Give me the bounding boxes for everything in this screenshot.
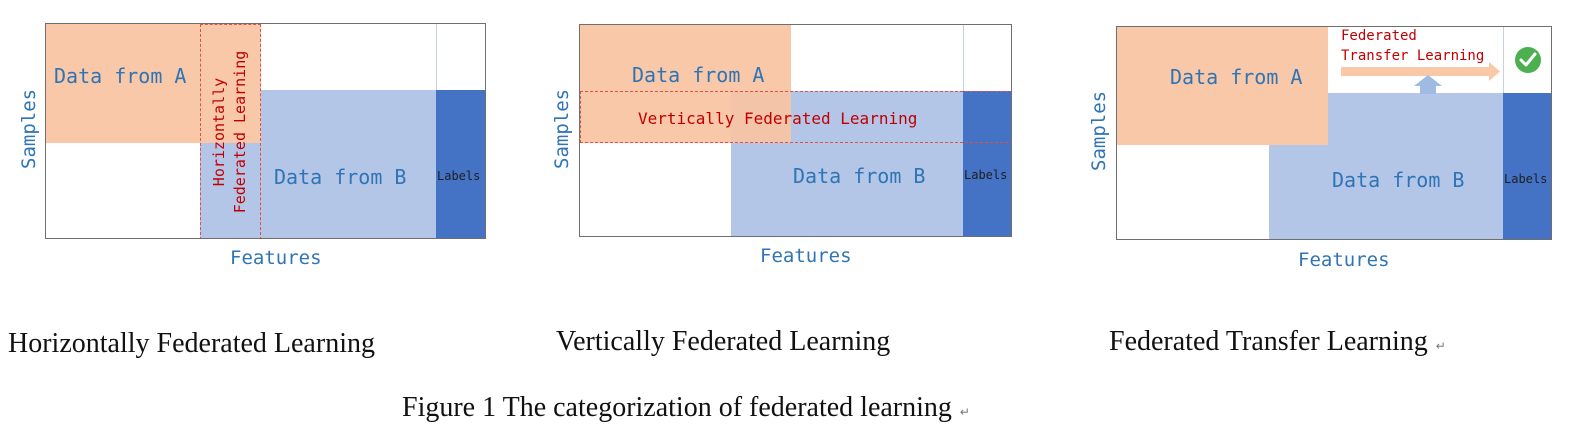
transfer-arrows: [1341, 47, 1541, 94]
vertical-federated-region: [580, 91, 1011, 143]
data-b-label: Data from B: [1332, 168, 1465, 192]
paragraph-mark-icon: ↵: [959, 405, 970, 419]
right-arrow-icon: [1341, 62, 1500, 81]
method-label-line1: Horizontally: [210, 77, 228, 187]
diagram-frame: Data from A Data from B Labels Federated…: [1116, 26, 1552, 240]
axis-y-label: Samples: [551, 88, 573, 169]
figure-caption-text: Figure 1 The categorization of federated…: [402, 392, 952, 423]
divider-line: [963, 25, 964, 91]
overlap-block: [1269, 93, 1328, 145]
overlap-block: [200, 90, 261, 143]
method-label: Vertically Federated Learning: [638, 109, 918, 128]
labels-label: Labels: [1504, 172, 1548, 186]
panel-caption: Vertically Federated Learning: [556, 326, 891, 357]
data-b-label: Data from B: [274, 165, 407, 189]
labels-block: [963, 91, 1011, 236]
divider-line: [436, 24, 437, 90]
horizontal-federated-region: [200, 24, 261, 238]
checkmark-icon: [1515, 47, 1541, 73]
panel-caption: Federated Transfer Learning ↵: [1109, 326, 1446, 358]
labels-block: [1503, 93, 1551, 239]
panel-caption-text: Federated Transfer Learning: [1109, 326, 1428, 357]
panel-caption: Horizontally Federated Learning: [8, 328, 375, 359]
paragraph-mark-icon: ↵: [1435, 339, 1446, 353]
axis-x-label: Features: [1298, 249, 1390, 271]
data-a-label: Data from A: [54, 64, 187, 88]
axis-x-label: Features: [230, 247, 322, 269]
method-label-line1: Federated: [1341, 28, 1417, 44]
method-label-line2: Federated Learning: [231, 50, 249, 214]
axis-y-label: Samples: [18, 88, 40, 169]
data-a-label: Data from A: [1170, 65, 1303, 89]
diagram-frame: Data from A Data from B Labels Horizonta…: [45, 23, 486, 239]
figure-caption: Figure 1 The categorization of federated…: [402, 392, 970, 424]
axis-x-label: Features: [760, 245, 852, 267]
labels-block: [436, 90, 485, 238]
axis-y-label: Samples: [1088, 90, 1110, 171]
diagram-frame: Data from A Data from B Labels Verticall…: [579, 24, 1012, 237]
labels-label: Labels: [437, 169, 481, 183]
labels-label: Labels: [964, 168, 1008, 182]
divider-line: [1503, 27, 1504, 93]
data-b-label: Data from B: [793, 164, 926, 188]
overlap-block: [731, 91, 791, 143]
method-label-line2: Transfer Learning: [1341, 48, 1485, 64]
up-arrow-icon: [1414, 75, 1442, 94]
data-a-label: Data from A: [632, 63, 765, 87]
